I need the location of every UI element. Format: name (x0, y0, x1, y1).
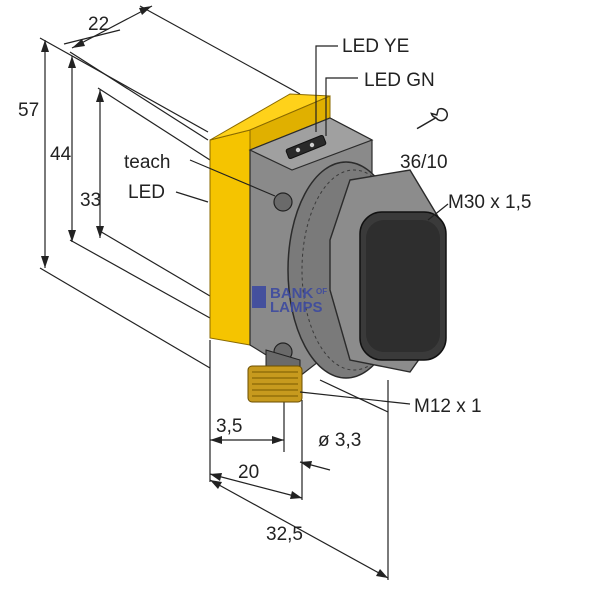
watermark-line2: LAMPS (270, 299, 323, 316)
connector-thread-lines (252, 371, 298, 397)
ext-line-bottom-c (97, 229, 211, 297)
dim-57-arrow-top (41, 40, 49, 52)
dim-20-line (209, 473, 303, 499)
dim-35-arrow-left (210, 436, 222, 444)
dim-325-arrow-left (210, 480, 222, 489)
label-teach: teach (124, 152, 170, 173)
ext-line-22-right (139, 5, 301, 95)
dim-33-arrow-top (96, 90, 104, 102)
callout-leaders (175, 45, 449, 405)
dim-height-total: 57 (18, 100, 39, 121)
ext-line-bottom-a (39, 267, 211, 369)
dim-325-line (209, 479, 389, 579)
watermark: BANK OF LAMPS (252, 285, 327, 316)
dim-width-top: 22 (88, 14, 109, 35)
labels: LED YE LED GN teach LED 36/10 M30 x 1,5 … (124, 36, 531, 451)
leader-led-gn (325, 77, 358, 136)
dim-offset-small: 3,5 (216, 416, 242, 437)
led-ye-indicator (295, 147, 301, 153)
watermark-line1-small: OF (316, 287, 327, 296)
label-led-gn: LED GN (364, 70, 435, 91)
dim-depth-body: 20 (238, 462, 259, 483)
dimension-lines (39, 5, 389, 580)
dimension-values: 22 57 44 33 3,5 20 32,5 (18, 14, 303, 545)
label-hole-diameter: ø 3,3 (318, 430, 361, 451)
led-window (285, 134, 327, 160)
wrench-icon (416, 107, 448, 130)
dim-height-inner: 33 (80, 190, 101, 211)
dim-33-arrow-bottom (96, 226, 104, 238)
dim-57-arrow-bottom (41, 256, 49, 268)
dim-44-arrow-top (68, 56, 76, 68)
dim-22-line (71, 5, 153, 49)
ext-line-bottom-b (69, 239, 211, 319)
dim-22-arrow-right (139, 6, 152, 15)
mounting-hole-top (273, 192, 293, 212)
ext-line-bottom-325-b (319, 379, 389, 413)
dim-22-arrow-left (72, 39, 85, 48)
housing-front-face (209, 129, 251, 346)
label-wrench-size: 36/10 (400, 152, 448, 173)
leader-m30 (427, 203, 449, 221)
dim-20-arrow-left (210, 473, 222, 481)
leader-teach (189, 159, 276, 197)
ext-line-top-c (97, 87, 211, 161)
sensor-body (209, 93, 447, 403)
ext-line-top-b (69, 51, 209, 141)
label-thread-main: M30 x 1,5 (448, 192, 531, 213)
dim-44-arrow-bottom (68, 230, 76, 242)
dim-35-arrow-right (272, 436, 284, 444)
lens-inner (366, 220, 440, 352)
label-thread-connector: M12 x 1 (414, 396, 482, 417)
dim-325-arrow-right (376, 569, 388, 578)
label-led-ye: LED YE (342, 36, 409, 57)
ext-line-top-a (39, 37, 209, 133)
dim-depth-total: 32,5 (266, 524, 303, 545)
dim-height-mid: 44 (50, 144, 72, 165)
dim-20-arrow-right (290, 491, 302, 499)
watermark-line1: BANK (270, 285, 313, 302)
leader-led (175, 191, 209, 203)
dim-hole-arrow (300, 461, 312, 469)
leader-m12 (299, 391, 411, 405)
watermark-badge (252, 286, 266, 308)
leader-led-ye (315, 45, 338, 132)
led-gn-indicator (309, 142, 315, 148)
label-led: LED (128, 182, 165, 203)
